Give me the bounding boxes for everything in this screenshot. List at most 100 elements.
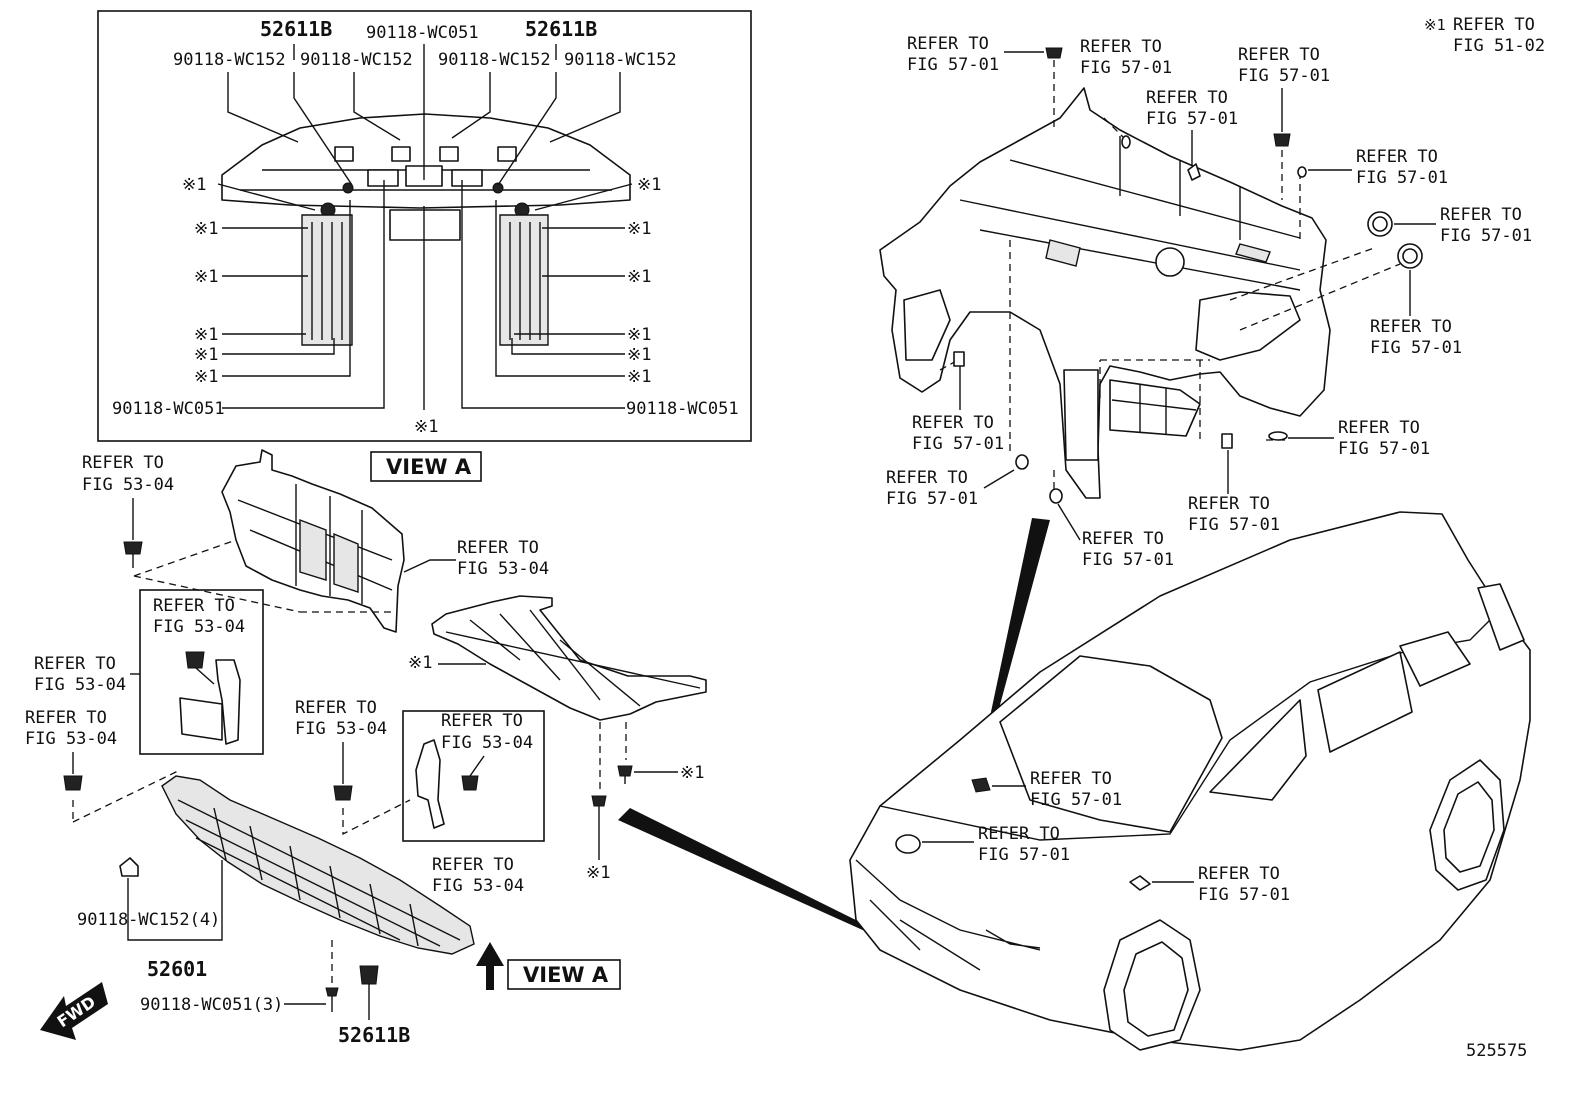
windshield xyxy=(999,655,1223,833)
refer-tl-2: FIG 53-04 xyxy=(82,475,174,495)
side-window-2 xyxy=(1317,651,1413,753)
refer-b8-1: REFER TO xyxy=(1338,418,1420,438)
body-fasteners xyxy=(953,47,1423,504)
upper-shroud xyxy=(221,113,631,209)
lower-grille-52601 xyxy=(161,775,475,955)
radiator-shroud xyxy=(221,449,405,633)
label-wc152-qty: 90118-WC152(4) xyxy=(77,910,220,930)
bracket-left xyxy=(179,651,241,745)
refer-b12-2: FIG 57-01 xyxy=(1082,550,1174,570)
refer-b7-1: REFER TO xyxy=(1370,317,1452,337)
bracket-right xyxy=(415,739,485,829)
refer-b2-1: REFER TO xyxy=(1080,37,1162,57)
refer-left-mid-1: REFER TO xyxy=(34,654,116,674)
refer-b9-1: REFER TO xyxy=(912,413,994,433)
view-a-label-top: VIEW A xyxy=(386,455,472,479)
front-body-structure xyxy=(879,87,1331,499)
refer-b11-2: FIG 57-01 xyxy=(1188,515,1280,535)
note-right-1: ※1 xyxy=(637,175,661,195)
refer-left-low-2: FIG 53-04 xyxy=(25,729,117,749)
refer-b4-1: REFER TO xyxy=(1238,45,1320,65)
footnote-symbol: ※1 xyxy=(1424,16,1446,34)
clip-undercover-b xyxy=(591,795,607,818)
note-right-3: ※1 xyxy=(627,267,651,287)
clip-left-low xyxy=(63,752,83,791)
refer-b5-1: REFER TO xyxy=(1356,147,1438,167)
note-undercover: ※1 xyxy=(408,653,432,673)
note-left-4: ※1 xyxy=(194,325,218,345)
refer-box-right-3: REFER TO xyxy=(432,855,514,875)
clip-grille-small xyxy=(119,857,139,877)
refer-v2-1: REFER TO xyxy=(978,824,1060,844)
bolt-wc051 xyxy=(325,987,339,1012)
refer-b12-1: REFER TO xyxy=(1082,529,1164,549)
refer-b3-1: REFER TO xyxy=(1146,88,1228,108)
refer-b7-2: FIG 57-01 xyxy=(1370,338,1462,358)
refer-b10-2: FIG 57-01 xyxy=(886,489,978,509)
note-right-4: ※1 xyxy=(627,325,651,345)
view-a-inset: 52611B 90118-WC051 52611B 90118-WC152 90… xyxy=(97,10,752,442)
note-left-6: ※1 xyxy=(194,367,218,387)
note-bottom: ※1 xyxy=(414,417,438,437)
label-wc051-top: 90118-WC051 xyxy=(366,23,479,43)
note-right-6: ※1 xyxy=(627,367,651,387)
pointer-body xyxy=(980,518,1050,764)
clip-52611b xyxy=(359,965,379,1020)
note-left-1: ※1 xyxy=(182,175,206,195)
fwd-label: FWD xyxy=(54,992,99,1031)
label-52611b-left: 52611B xyxy=(260,17,332,41)
view-a-label-bottom: VIEW A xyxy=(523,963,609,987)
refer-b8-2: FIG 57-01 xyxy=(1338,439,1430,459)
label-wc152-2: 90118-WC152 xyxy=(300,50,413,70)
refer-b10-1: REFER TO xyxy=(886,468,968,488)
refer-tl-1: REFER TO xyxy=(82,453,164,473)
refer-mid-1: REFER TO xyxy=(295,698,377,718)
label-52601: 52601 xyxy=(147,957,207,981)
refer-mid-2: FIG 53-04 xyxy=(295,719,387,739)
refer-v1-1: REFER TO xyxy=(1030,769,1112,789)
footnote-fig: FIG 51-02 xyxy=(1453,36,1545,56)
vehicle-outline xyxy=(849,511,1531,1051)
refer-b3-2: FIG 57-01 xyxy=(1146,109,1238,129)
refer-b1-1: REFER TO xyxy=(907,34,989,54)
side-window-1 xyxy=(1209,699,1307,801)
rear-light xyxy=(1477,583,1525,651)
label-wc152-3: 90118-WC152 xyxy=(438,50,551,70)
label-wc051-right: 90118-WC051 xyxy=(626,399,739,419)
refer-v1-2: FIG 57-01 xyxy=(1030,790,1122,810)
refer-v2-2: FIG 57-01 xyxy=(978,845,1070,865)
label-52611b-bottom: 52611B xyxy=(338,1023,410,1047)
refer-box-right-1: REFER TO xyxy=(441,711,523,731)
refer-b6-2: FIG 57-01 xyxy=(1440,226,1532,246)
label-52611b-right: 52611B xyxy=(525,17,597,41)
right-duct xyxy=(499,214,549,346)
clip-mid xyxy=(333,742,353,801)
footnote-legend: ※1 REFER TO FIG 51-02 xyxy=(1424,15,1545,56)
note-left-5: ※1 xyxy=(194,345,218,365)
note-clip-b: ※1 xyxy=(586,863,610,883)
clip-undercover-a xyxy=(617,765,633,784)
label-wc051-qty: 90118-WC051(3) xyxy=(140,995,283,1015)
clip-top-left xyxy=(123,541,143,568)
note-right-2: ※1 xyxy=(627,219,651,239)
side-window-3 xyxy=(1399,631,1471,687)
refer-box-right-4: FIG 53-04 xyxy=(432,876,524,896)
refer-b6-1: REFER TO xyxy=(1440,205,1522,225)
left-duct xyxy=(301,214,353,346)
note-clip-a: ※1 xyxy=(680,763,704,783)
note-right-5: ※1 xyxy=(627,345,651,365)
pointer-grille xyxy=(618,808,880,936)
refer-b9-2: FIG 57-01 xyxy=(912,434,1004,454)
bracket-box-left xyxy=(139,589,264,755)
refer-b1-2: FIG 57-01 xyxy=(907,55,999,75)
bracket-box-right xyxy=(402,710,545,842)
refer-shroud-2: FIG 53-04 xyxy=(457,559,549,579)
refer-box-left-1: REFER TO xyxy=(153,596,235,616)
refer-v3-2: FIG 57-01 xyxy=(1198,885,1290,905)
refer-box-right-2: FIG 53-04 xyxy=(441,733,533,753)
view-a-tag-top: VIEW A xyxy=(370,451,482,482)
view-arrow-icon xyxy=(476,942,504,990)
refer-box-left-2: FIG 53-04 xyxy=(153,617,245,637)
fwd-arrow-icon: FWD xyxy=(40,982,108,1040)
